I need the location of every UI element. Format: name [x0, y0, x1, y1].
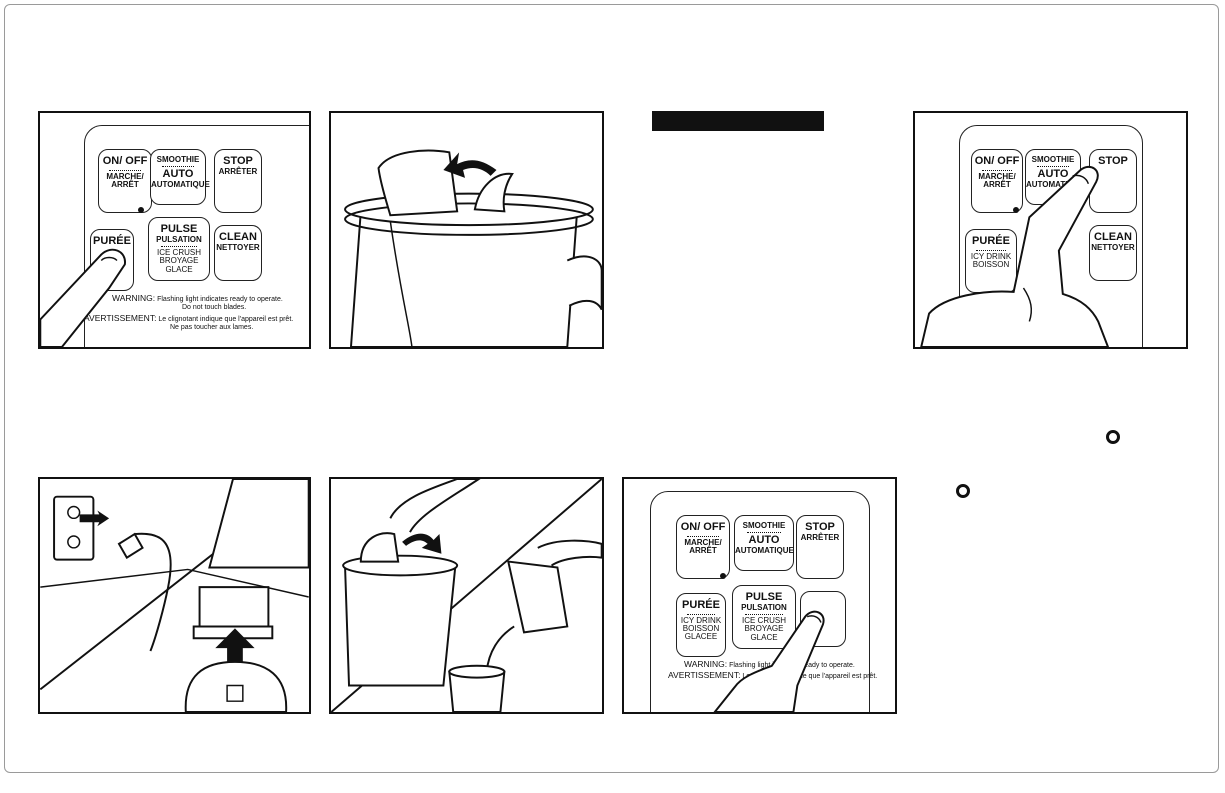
warning-label: WARNING: — [112, 293, 156, 303]
dots-divider — [745, 613, 783, 615]
ring-bullet-icon — [1106, 430, 1120, 444]
icy-drink-label: ICY DRINK — [680, 615, 722, 625]
pulse-button[interactable]: PULSE PULSATION ICE CRUSH BROYAGE GLACE — [148, 217, 210, 281]
pulsation-label: PULSATION — [741, 602, 787, 612]
warning-sentence-2: Do not touch blades. — [182, 304, 247, 312]
arrow-curved-icon — [402, 533, 442, 554]
dots-divider — [687, 535, 719, 537]
smoothie-label: SMOOTHIE — [156, 155, 200, 164]
status-led — [1013, 207, 1019, 213]
pulsation-label: PULSATION — [156, 234, 202, 244]
boisson-label: BOISSON — [972, 259, 1010, 269]
avertissement-label: AVERTISSEMENT: — [84, 312, 157, 323]
puree-label: PURÉE — [972, 235, 1010, 247]
arrow-curved-icon — [443, 152, 497, 178]
warning-label: WARNING: — [684, 659, 728, 669]
nettoyer-label: NETTOYER — [1091, 242, 1135, 252]
puree-button[interactable]: PURÉE ICY DRINK BOISSON GLACEE — [676, 593, 726, 657]
clean-label: CLEAN — [219, 231, 257, 243]
dots-divider — [746, 532, 782, 534]
broyage-glace-label: BROYAGE GLACE — [159, 256, 199, 274]
broyage-glace-label: BROYAGE GLACE — [744, 624, 784, 642]
avertissement-sentence: Le clignotant indique que l'appareil est… — [158, 315, 294, 323]
icy-drink-label: ICY DRINK — [970, 251, 1012, 261]
puree-button[interactable]: PURÉE ICY DRINK BOISSON — [965, 229, 1017, 293]
dots-divider — [1036, 166, 1070, 168]
plug-icon — [117, 532, 172, 652]
pulse-label: PULSE — [160, 223, 198, 235]
illustration-press-stop: ON/ OFF MARCHE/ ARRÊT SMOOTHIE AUTO AUTO… — [913, 111, 1188, 349]
on-off-label: ON/ OFF — [102, 155, 148, 167]
smoothie-auto-button[interactable]: SMOOTHIE AUTO AUTOMATIQUE — [150, 149, 210, 205]
avertissement-sentence: Le clignotant indique que l'appareil est… — [742, 673, 878, 681]
section-heading-bar — [652, 111, 824, 131]
warning-sentence: Flashing light indicates ready to operat… — [157, 296, 283, 303]
stop-button[interactable]: STOP ARRÊTER — [214, 149, 262, 213]
page-frame — [4, 4, 1219, 773]
auto-label: AUTO — [1037, 168, 1069, 181]
arrow-up-icon — [215, 628, 255, 666]
stop-label: STOP — [1098, 155, 1128, 167]
marche-arret-label: MARCHE/ ARRÊT — [684, 537, 722, 555]
warning-text: WARNING: Flashing light indicates ready … — [84, 293, 294, 333]
smoothie-label: SMOOTHIE — [1031, 155, 1075, 164]
automatique-label: AUTOMATIQUE — [1026, 179, 1085, 189]
power-outlet-icon — [53, 495, 95, 561]
clean-label: CLEAN — [1094, 231, 1132, 243]
stop-label: STOP — [223, 155, 253, 167]
marche-arret-label: MARCHE/ ARRÊT — [978, 171, 1016, 189]
auto-label: AUTO — [162, 168, 194, 181]
finger-press-icon — [40, 248, 126, 347]
pulse-button[interactable]: PULSE PULSATION ICE CRUSH BROYAGE GLACE — [732, 585, 796, 649]
clean-button[interactable]: CLEAN NETTOYER — [1089, 225, 1137, 281]
ring-bullet-icon — [956, 484, 970, 498]
smoothie-auto-button[interactable]: SMOOTHIE AUTO AUTOMATIQUE — [734, 515, 794, 571]
unplug-drawing — [40, 479, 309, 712]
dots-divider — [161, 166, 195, 168]
puree-label: PURÉE — [682, 599, 720, 611]
dots-divider — [161, 245, 197, 247]
on-off-button[interactable]: ON/ OFF MARCHE/ ARRÊT — [98, 149, 152, 213]
finger-press-icon — [920, 165, 1110, 347]
status-led — [138, 207, 144, 213]
finger-press-icon — [713, 610, 825, 712]
illustration-remove-lid-cap — [329, 111, 604, 349]
ice-crush-label: ICE CRUSH — [741, 615, 786, 625]
stop-button[interactable]: STOP ARRÊTER — [796, 515, 844, 579]
avertissement-sentence-2: Ne pas toucher aux lames. — [170, 324, 254, 332]
auto-label: AUTO — [748, 534, 780, 547]
on-off-label: ON/ OFF — [974, 155, 1020, 167]
dots-divider — [982, 169, 1012, 171]
illustration-press-puree: ON/ OFF MARCHE/ ARRÊT SMOOTHIE AUTO AUTO… — [38, 111, 311, 349]
automatique-label: AUTOMATIQUE — [151, 179, 210, 189]
on-off-button[interactable]: ON/ OFF MARCHE/ ARRÊT — [676, 515, 730, 579]
dots-divider — [976, 249, 1006, 251]
glacee-label: GLACEE — [684, 632, 718, 642]
pulse-label: PULSE — [745, 591, 783, 603]
ice-crush-label: ICE CRUSH — [156, 247, 201, 257]
smoothie-label: SMOOTHIE — [742, 521, 786, 530]
dots-divider — [109, 169, 141, 171]
automatique-label: AUTOMATIQUE — [735, 545, 794, 555]
illustration-pour-drink — [329, 477, 604, 714]
avertissement-label: AVERTISSEMENT: — [668, 670, 741, 681]
nettoyer-label: NETTOYER — [216, 242, 260, 252]
stop-button[interactable]: STOP — [1089, 149, 1137, 213]
dots-divider — [686, 613, 716, 615]
clean-button[interactable]: CLEAN NETTOYER — [214, 225, 262, 281]
on-off-button[interactable]: ON/ OFF MARCHE/ ARRÊT — [971, 149, 1023, 213]
puree-label: PURÉE — [93, 235, 131, 247]
status-led — [720, 573, 726, 579]
stop-label: STOP — [805, 521, 835, 533]
on-off-label: ON/ OFF — [680, 521, 726, 533]
arreter-label: ARRÊTER — [218, 166, 258, 176]
illustration-press-clean: ON/ OFF MARCHE/ ARRÊT SMOOTHIE AUTO AUTO… — [622, 477, 897, 714]
illustration-unplug-remove-pitcher — [38, 477, 311, 714]
marche-arret-label: MARCHE/ ARRÊT — [106, 171, 144, 189]
pour-drawing — [331, 479, 602, 712]
pitcher-lid-drawing — [344, 149, 602, 347]
arreter-label: ARRÊTER — [800, 532, 840, 542]
boisson-label: BOISSON — [682, 623, 720, 633]
